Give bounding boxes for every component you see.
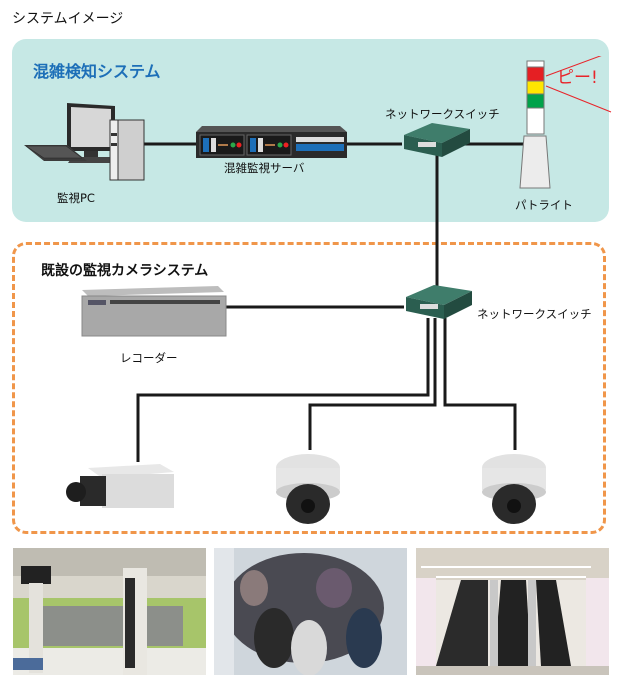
server-label: 混雑監視サーバ: [224, 161, 305, 175]
monitor-pc-label: 監視PC: [57, 191, 95, 205]
station-platform-photo: [13, 548, 206, 675]
congestion-server-icon: [196, 126, 347, 158]
diagram-title: システムイメージ: [12, 11, 124, 27]
existing-camera-system-panel: [12, 242, 606, 534]
bottom-switch-label: ネットワークスイッチ: [477, 307, 592, 321]
patlite-label: パトライト: [515, 198, 573, 212]
cable-dome-camera-1: [308, 318, 437, 450]
crowd-photo: [214, 548, 407, 675]
cable-box-camera: [136, 318, 430, 462]
recorder-label: レコーダー: [120, 351, 178, 365]
existing-system-title: 既設の監視カメラシステム: [41, 263, 209, 279]
dome-camera-icon: [482, 454, 546, 524]
cable-dome-camera-2: [443, 318, 517, 450]
dome-camera-icon: [276, 454, 340, 524]
monitor-pc-icon: [24, 103, 145, 181]
patlite-icon: [519, 56, 612, 189]
recorder-icon: [81, 286, 227, 337]
congestion-system-title: 混雑検知システム: [33, 62, 161, 81]
alert-sound-text: ピー!: [557, 68, 598, 88]
escalator-photo: [416, 548, 609, 675]
box-camera-icon: [66, 464, 174, 508]
top-switch-label: ネットワークスイッチ: [385, 107, 500, 121]
network-switch-icon: [406, 285, 472, 319]
network-switch-icon: [404, 123, 470, 157]
